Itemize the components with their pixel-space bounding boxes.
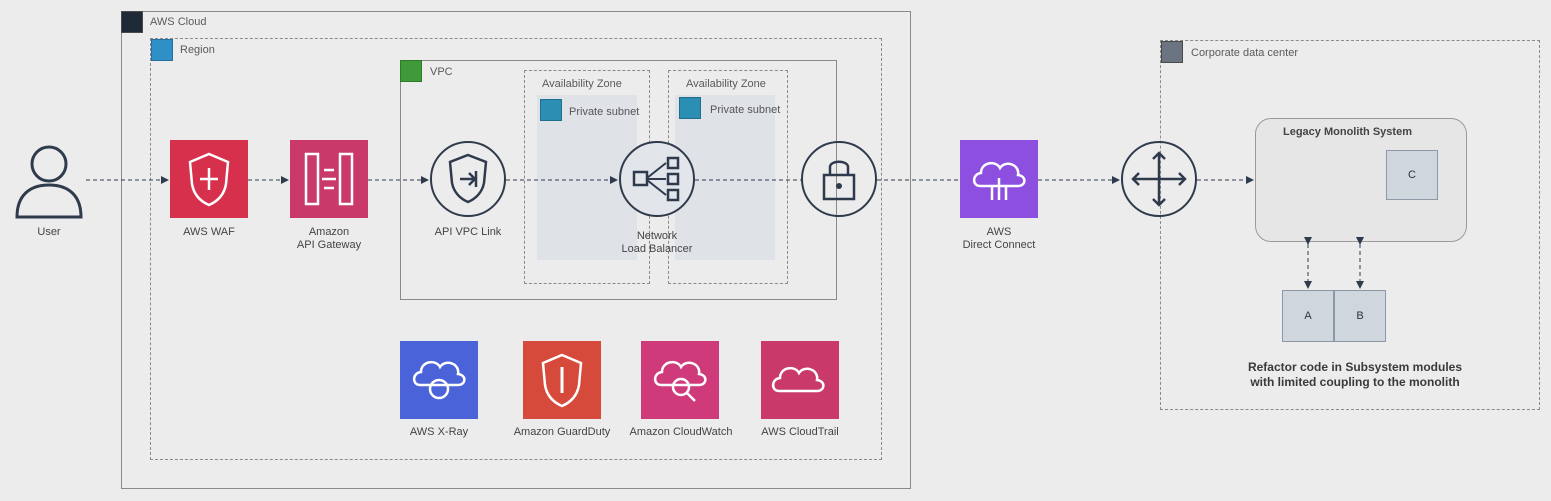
- direct-connect-label: AWS Direct Connect: [962, 226, 1036, 251]
- api-gateway-label: Amazon API Gateway: [296, 226, 362, 251]
- router-arrows-icon: [1131, 151, 1187, 207]
- private-subnet-lock-icon: [540, 99, 562, 121]
- corporate-data-center-group: [1160, 40, 1540, 410]
- subnet1-label: Private subnet: [569, 106, 640, 118]
- api-gateway-icon: [304, 152, 354, 206]
- vpc-link-shield-icon: [448, 153, 488, 204]
- aws-cloud-icon: [121, 11, 143, 33]
- aws-cloud-label: AWS Cloud: [150, 16, 207, 28]
- cloudwatch-label: Amazon CloudWatch: [629, 426, 733, 438]
- aws-cloud-group: [121, 11, 911, 489]
- region-group: [150, 38, 882, 460]
- vpc-cloud-icon: [400, 60, 422, 82]
- nlb-label: Network Load Balancer: [621, 230, 693, 255]
- az2-label: Availability Zone: [686, 78, 766, 90]
- region-flag-icon: [151, 39, 173, 61]
- vpc-label: VPC: [430, 66, 453, 78]
- module-b: B: [1334, 290, 1386, 342]
- xray-icon: [412, 360, 466, 400]
- router-node: [1121, 141, 1197, 217]
- waf-node: [170, 140, 248, 218]
- az1-label: Availability Zone: [542, 78, 622, 90]
- direct-connect-node: [960, 140, 1038, 218]
- cloudwatch-icon: [653, 360, 707, 402]
- waf-label: AWS WAF: [183, 226, 235, 238]
- corporate-label: Corporate data center: [1191, 47, 1299, 59]
- vpc-link-node: [430, 141, 506, 217]
- refactor-note: Refactor code in Subsystem modules with …: [1247, 360, 1463, 389]
- subnet2-label: Private subnet: [710, 104, 781, 116]
- xray-label: AWS X-Ray: [409, 426, 469, 438]
- legacy-title: Legacy Monolith System: [1283, 126, 1412, 138]
- nlb-icon: [632, 156, 680, 202]
- cloudtrail-node: [761, 341, 839, 419]
- api-gateway-node: [290, 140, 368, 218]
- guardduty-label: Amazon GuardDuty: [513, 426, 611, 438]
- module-c: C: [1386, 150, 1438, 200]
- private-subnet-lock-icon: [679, 97, 701, 119]
- cloudtrail-icon: [771, 366, 825, 393]
- nlb-node: [619, 141, 695, 217]
- direct-connect-cloud-icon: [972, 161, 1026, 200]
- lock-icon: [822, 160, 856, 201]
- waf-shield-icon: [188, 152, 230, 207]
- vpc-link-label: API VPC Link: [434, 226, 502, 238]
- module-a: A: [1282, 290, 1334, 342]
- user-icon: [15, 145, 83, 219]
- xray-node: [400, 341, 478, 419]
- vpn-gateway-node: [801, 141, 877, 217]
- corporate-building-icon: [1161, 41, 1183, 63]
- guardduty-node: [523, 341, 601, 419]
- cloudwatch-node: [641, 341, 719, 419]
- cloudtrail-label: AWS CloudTrail: [761, 426, 839, 438]
- user-label: User: [37, 226, 61, 238]
- region-label: Region: [180, 44, 215, 56]
- user-node: [12, 140, 86, 220]
- guardduty-shield-icon: [541, 353, 583, 408]
